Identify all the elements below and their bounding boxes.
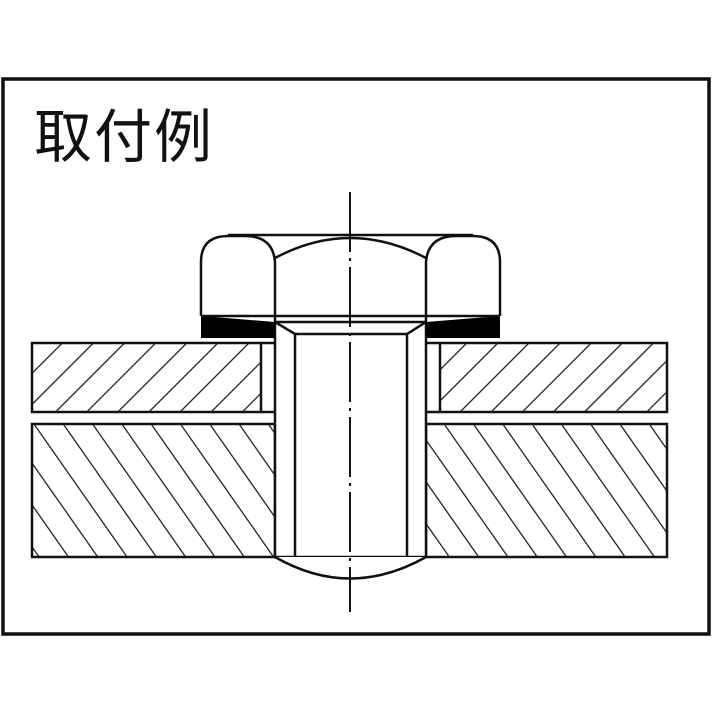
- top-plate-left: [30, 341, 263, 414]
- bottom-plate-left: [30, 422, 277, 559]
- top-plate-right: [426, 341, 669, 414]
- title-label: 取付例: [34, 103, 215, 171]
- bottom-plate-right: [424, 422, 669, 559]
- flange-band: [201, 316, 500, 338]
